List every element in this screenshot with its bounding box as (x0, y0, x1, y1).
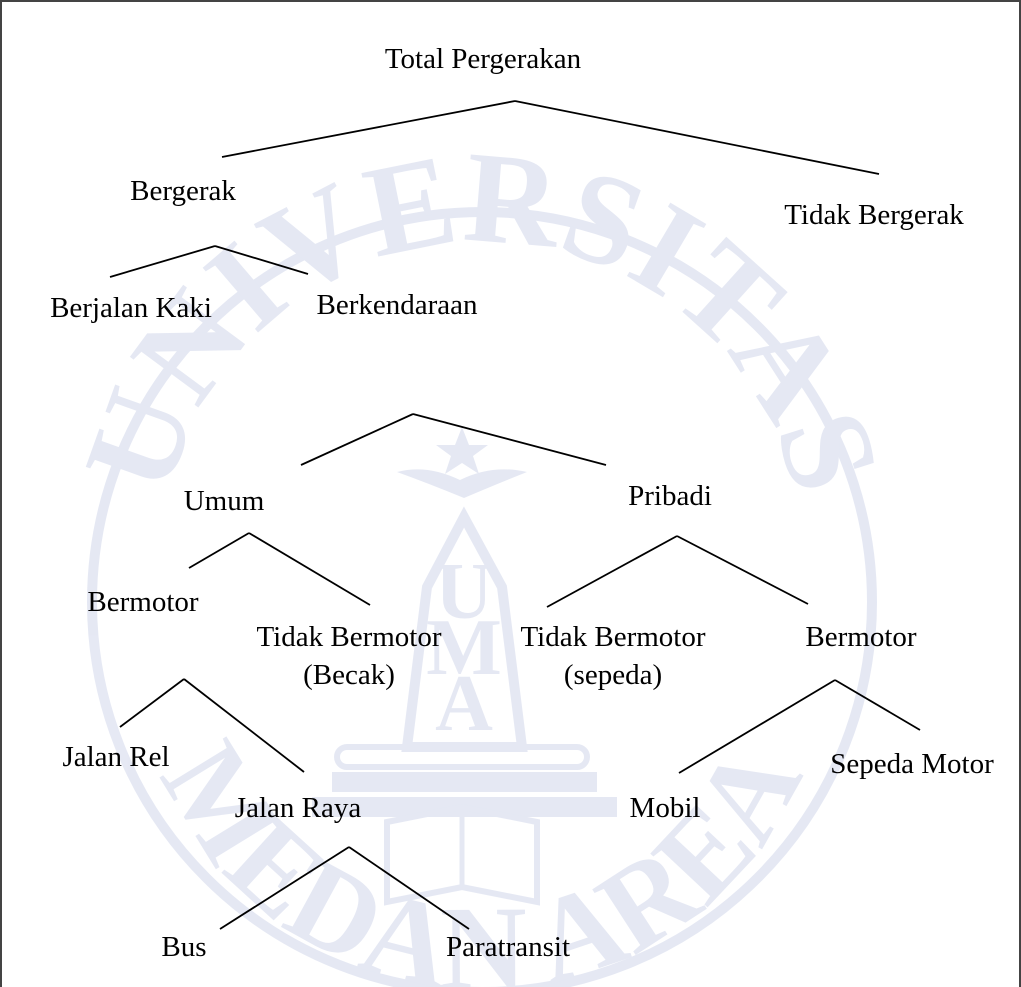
node-umum-tidak-bermotor: Tidak Bermotor (Becak) (256, 618, 441, 694)
seal-monument-icon (401, 506, 528, 752)
node-jalan-rel: Jalan Rel (62, 741, 170, 773)
node-bus: Bus (161, 931, 207, 963)
node-mobil: Mobil (629, 792, 701, 824)
edge-jalan-raya-bus (219, 846, 350, 930)
seal-letter-m: M (426, 604, 502, 692)
edge-berkendaraan-umum (300, 413, 414, 466)
seal-star-icon (436, 427, 488, 474)
edge-bergerak-berkendaraan (214, 245, 309, 275)
edge-bermotor-mobil (678, 679, 836, 774)
node-umum: Umum (183, 485, 265, 517)
seal-letter-a: A (435, 660, 493, 748)
node-berkendaraan: Berkendaraan (316, 289, 478, 321)
node-paratransit: Paratransit (445, 931, 571, 963)
edge-umum-tidak-bermotor (248, 532, 371, 606)
node-bergerak: Bergerak (130, 175, 236, 207)
edge-umum-bermotor (188, 532, 250, 569)
edge-bermotor-sepeda-motor (834, 679, 921, 731)
seal-wings-icon (397, 469, 527, 498)
node-umum-tidak-bermotor-label: Tidak Bermotor (256, 621, 442, 653)
edge-total-tidak-bergerak (514, 100, 880, 175)
node-berjalan-kaki: Berjalan Kaki (50, 292, 212, 324)
edge-jalan-raya-paratransit (348, 846, 470, 930)
node-sepeda-motor: Sepeda Motor (830, 748, 994, 780)
node-tidak-bergerak: Tidak Bergerak (784, 199, 964, 231)
edge-bermotor-jalan-rel (119, 678, 185, 728)
node-pribadi-tidak-bermotor: Tidak Bermotor (sepeda) (520, 618, 705, 694)
node-pribadi: Pribadi (628, 480, 712, 512)
edge-bergerak-berjalan-kaki (109, 245, 216, 278)
node-pribadi-tidak-bermotor-sub: (sepeda) (563, 659, 663, 691)
node-total-pergerakan: Total Pergerakan (384, 43, 582, 75)
edge-pribadi-bermotor (676, 535, 809, 605)
node-jalan-raya: Jalan Raya (234, 792, 362, 824)
edge-total-bergerak (221, 100, 516, 158)
node-umum-bermotor: Bermotor (87, 586, 199, 618)
edge-bermotor-jalan-raya (183, 678, 305, 773)
seal-letter-u: U (435, 548, 493, 636)
node-pribadi-tidak-bermotor-label: Tidak Bermotor (520, 621, 706, 653)
node-umum-tidak-bermotor-sub: (Becak) (303, 659, 395, 691)
node-pribadi-bermotor: Bermotor (805, 621, 917, 653)
edge-pribadi-tidak-bermotor (546, 535, 678, 608)
edge-berkendaraan-pribadi (412, 413, 607, 466)
seal-book-icon (384, 803, 540, 906)
